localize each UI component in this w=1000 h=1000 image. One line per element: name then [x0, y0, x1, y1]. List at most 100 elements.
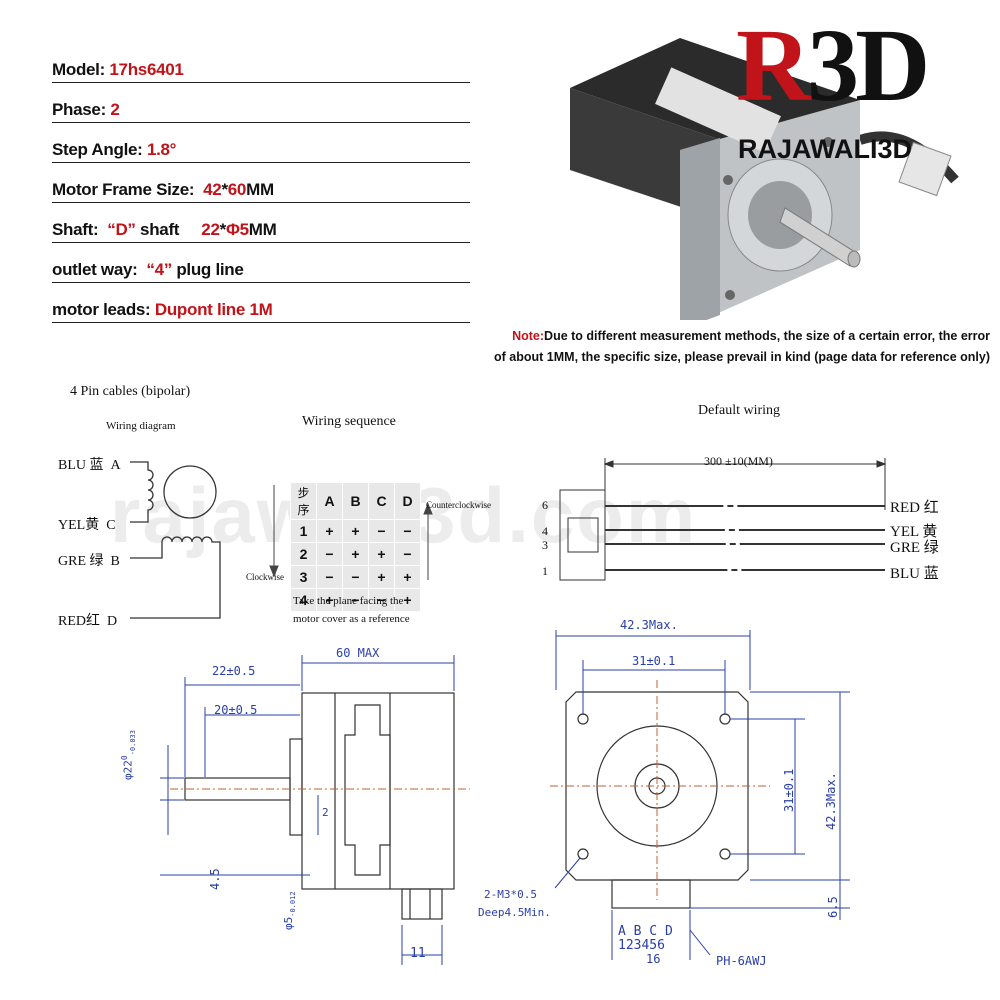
wire-red: RED 红 [890, 500, 939, 516]
table-cell: + [316, 588, 343, 612]
spec-value: Dupont line 1M [154, 300, 273, 319]
spec-label: outlet way: [52, 260, 138, 279]
dim-max-length: 60 MAX [336, 646, 380, 660]
note-line-2: of about 1MM, the specific size, please … [494, 350, 990, 364]
spec-label: Phase: [52, 100, 106, 119]
table-row: 4 + − − + [290, 588, 421, 612]
spec-value: 2 [110, 100, 120, 119]
spec-quote: ” [127, 220, 136, 239]
dim-connector-width: 11 [410, 946, 426, 961]
spec-label: Step Angle: [52, 140, 143, 159]
spec-label: motor leads: [52, 300, 151, 319]
spec-label: Shaft: [52, 220, 99, 239]
connector-pin-letters: A B C D [618, 924, 673, 939]
spec-value: 17hs6401 [109, 60, 184, 79]
dim-shaft-length: 22±0.5 [212, 664, 256, 678]
dim-screw-depth: Deep4.5Min. [478, 906, 551, 919]
coil-diagram [130, 461, 221, 619]
lead-length: 300 ±10(MM) [704, 454, 773, 468]
table-cell: − [316, 542, 343, 566]
table-header-row: 步序 A B C D [290, 482, 421, 520]
brand-logo: R3D RAJAWALI3D [732, 14, 962, 170]
spec-value: Φ5 [225, 220, 249, 239]
spec-quote: “ [146, 260, 155, 279]
table-cell: 4 [290, 588, 317, 612]
dim-hole-spacing-vertical: 31±0.1 [782, 768, 796, 812]
table-header: D [394, 482, 421, 520]
clockwise-label: Clockwise [246, 572, 284, 582]
counterclockwise-label: Counterclockwise [426, 500, 491, 510]
table-cell: − [394, 542, 421, 566]
dim-hole-spacing: 31±0.1 [632, 654, 676, 668]
dim-screw: 2-M3*0.5 [484, 888, 537, 901]
sequence-caption-1: Take the plane facing the [293, 595, 404, 607]
spec-unit: MM [248, 220, 277, 239]
table-cell: + [342, 519, 369, 543]
table-cell: 3 [290, 565, 317, 589]
side-view-drawing [160, 655, 470, 965]
direction-arrows [269, 485, 433, 580]
table-cell: + [368, 565, 395, 589]
pin-number: 6 [542, 498, 548, 512]
connector-type: PH-6AWJ [716, 954, 767, 968]
spec-value: D [115, 220, 128, 239]
spec-model: Model: 17hs6401 [52, 42, 470, 83]
wire-gre: GRE 绿 [890, 540, 939, 556]
spec-quote: “ [107, 220, 116, 239]
pin-number: 3 [542, 538, 548, 552]
dim-flat-depth: 4.5 [208, 868, 222, 890]
default-wiring-diagram [559, 458, 887, 581]
wiring-diagram-title: Wiring diagram [106, 420, 176, 432]
spec-phase: Phase: 2 [52, 82, 470, 123]
measurement-note: Note:Due to different measurement method… [470, 326, 990, 368]
note-prefix: Note: [512, 329, 545, 343]
table-row: 3 − − + + [290, 565, 421, 589]
note-line-1: Due to different measurement methods, th… [544, 329, 990, 343]
table-row: 1 + + − − [290, 519, 421, 543]
spec-label: Motor Frame Size: [52, 180, 195, 199]
pin-number: 4 [542, 524, 548, 538]
dim-boss-diameter: φ220-0.033 [120, 730, 137, 780]
spec-frame-size: Motor Frame Size: 42*60MM [52, 162, 470, 203]
wiring-sequence-table: 步序 A B C D 1 + + − − 2 − + + − 3 − − + +… [290, 482, 421, 612]
wiring-sequence-title: Wiring sequence [302, 414, 396, 429]
dim-connector-width: 16 [646, 952, 661, 966]
spec-sep: * [221, 180, 228, 199]
spec-value: 22 [201, 220, 220, 239]
dim-shaft-flat: 20±0.5 [214, 703, 258, 717]
wiring-title: 4 Pin cables (bipolar) [70, 384, 191, 399]
table-header: A [316, 482, 343, 520]
spec-shaft: Shaft: “D” shaft 22*Φ5MM [52, 202, 470, 243]
spec-value: 1.8° [146, 140, 177, 159]
table-row: 2 − + + − [290, 542, 421, 566]
spec-text-mid: plug line [171, 260, 244, 279]
default-wiring-title: Default wiring [698, 403, 781, 418]
spec-value: 4 [154, 260, 164, 279]
motor-photo [570, 38, 959, 320]
dim-frame-max-vertical: 42.3Max. [824, 772, 838, 830]
table-cell: + [342, 542, 369, 566]
sequence-caption-2: motor cover as a reference [293, 613, 410, 625]
spec-outlet: outlet way: “4” plug line [52, 242, 470, 283]
spec-value: 42 [203, 180, 222, 199]
pin-label-d: RED红 D [58, 614, 118, 629]
connector-pin-digits: 123456 [618, 938, 665, 953]
table-header: C [368, 482, 395, 520]
pin-label-c: YEL黄 C [58, 518, 116, 533]
logo-subtitle: RAJAWALI3D [738, 134, 913, 164]
dim-frame-max: 42.3Max. [620, 618, 678, 632]
pin-number: 1 [542, 564, 548, 578]
dim-step: 2 [322, 806, 329, 819]
front-view-drawing [550, 630, 850, 960]
spec-quote: ” [163, 260, 173, 279]
spec-sep: * [219, 220, 227, 239]
spec-leads: motor leads: Dupont line 1M [52, 282, 470, 323]
spec-step-angle: Step Angle: 1.8° [52, 122, 470, 163]
logo-r: R [736, 8, 811, 123]
spec-label: Model: [52, 60, 105, 79]
table-cell: + [394, 588, 421, 612]
dim-shaft-diameter: φ5-0.012 [282, 891, 298, 930]
spec-unit: MM [246, 180, 274, 199]
wire-yel: YEL 黄 [890, 524, 938, 540]
wire-blu: BLU 蓝 [890, 566, 939, 582]
